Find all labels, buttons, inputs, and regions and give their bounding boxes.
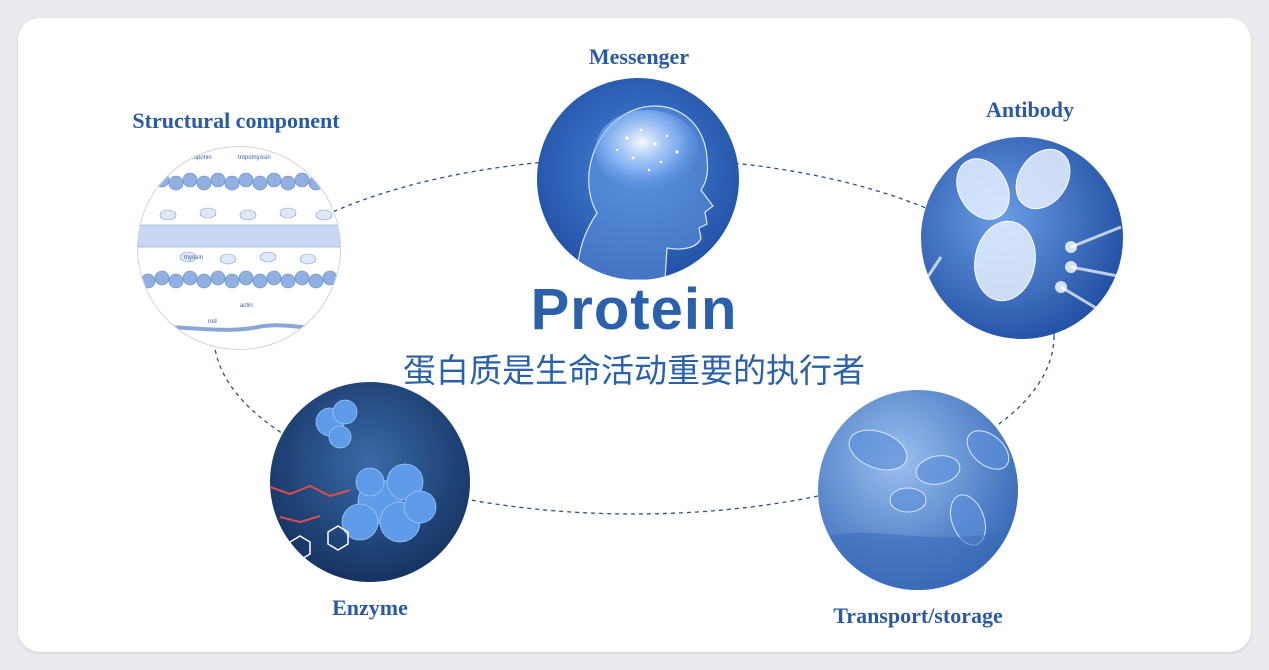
center-subtitle: 蛋白质是生命活动重要的执行者	[403, 351, 865, 390]
antibody-label: Antibody	[985, 97, 1075, 122]
troponin-tag: troponin	[190, 155, 212, 161]
structural-image: troponin tropomyosin myosin actin rod	[137, 146, 341, 350]
tropomyosin-tag: tropomyosin	[238, 155, 271, 161]
enzyme-image	[270, 382, 470, 582]
myosin-tag: myosin	[184, 255, 203, 261]
structural-label: Structural component	[132, 108, 340, 133]
antibody-image	[921, 137, 1123, 339]
enzyme-label: Enzyme	[332, 595, 408, 620]
messenger-image	[537, 78, 739, 280]
transport-label: Transport/storage	[833, 603, 1003, 628]
transport-image	[818, 390, 1018, 590]
rod-tag: rod	[208, 319, 217, 325]
center-title: Protein	[530, 277, 738, 342]
actin-tag: actin	[240, 303, 253, 309]
messenger-label: Messenger	[588, 44, 690, 69]
